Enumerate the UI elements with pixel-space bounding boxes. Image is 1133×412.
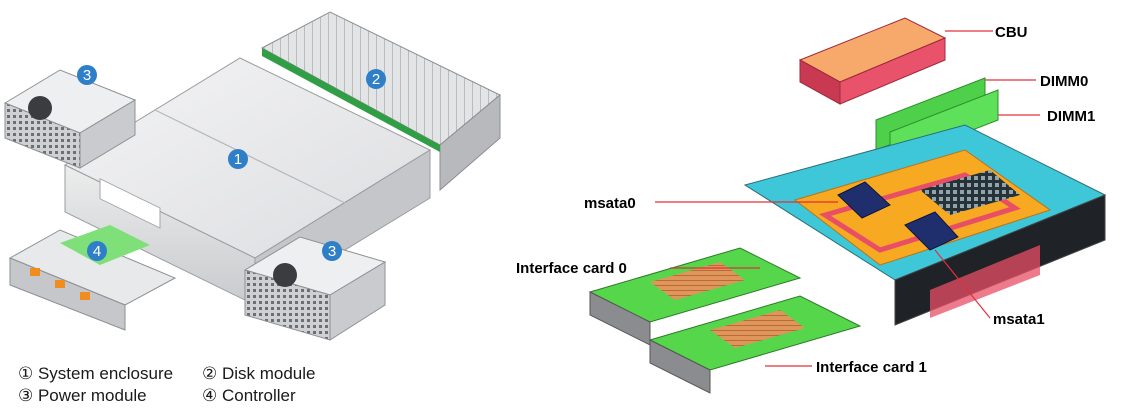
badge-power-top-text: 3 xyxy=(83,67,91,84)
label-dimm0: DIMM0 xyxy=(1040,73,1088,90)
label-msata1: msata1 xyxy=(993,311,1045,328)
label-dimm1: DIMM1 xyxy=(1047,108,1095,125)
legend-disk-module: ② Disk module xyxy=(202,364,316,383)
badge-enclosure: 1 xyxy=(228,149,248,169)
controller-board xyxy=(743,124,1107,326)
label-cbu: CBU xyxy=(995,24,1028,41)
msata0-module xyxy=(837,181,891,219)
badge-disk: 2 xyxy=(366,69,386,89)
controller-module xyxy=(8,225,177,331)
interface-card-1 xyxy=(648,295,862,394)
badge-power-bottom-text: 3 xyxy=(328,243,336,260)
legend-controller: ④ Controller xyxy=(202,386,296,405)
badge-power-bottom: 3 xyxy=(322,241,342,261)
label-interface-card-0: Interface card 0 xyxy=(516,260,627,277)
badge-power-top: 3 xyxy=(77,65,97,85)
power-module-bottom xyxy=(243,236,387,341)
badge-controller-text: 4 xyxy=(93,243,101,260)
cbu-module xyxy=(798,17,947,105)
msata1-module xyxy=(904,211,959,251)
label-interface-card-1: Interface card 1 xyxy=(816,359,927,376)
leader-lines xyxy=(655,30,1040,367)
power-module-top xyxy=(3,69,137,169)
interface-card-0 xyxy=(588,247,802,346)
label-msata0: msata0 xyxy=(584,195,636,212)
legend-power-module: ③ Power module xyxy=(18,386,147,405)
badge-disk-text: 2 xyxy=(372,71,380,88)
legend-system-enclosure: ① System enclosure xyxy=(18,364,174,383)
badge-controller: 4 xyxy=(87,241,107,261)
badge-enclosure-text: 1 xyxy=(234,151,242,168)
